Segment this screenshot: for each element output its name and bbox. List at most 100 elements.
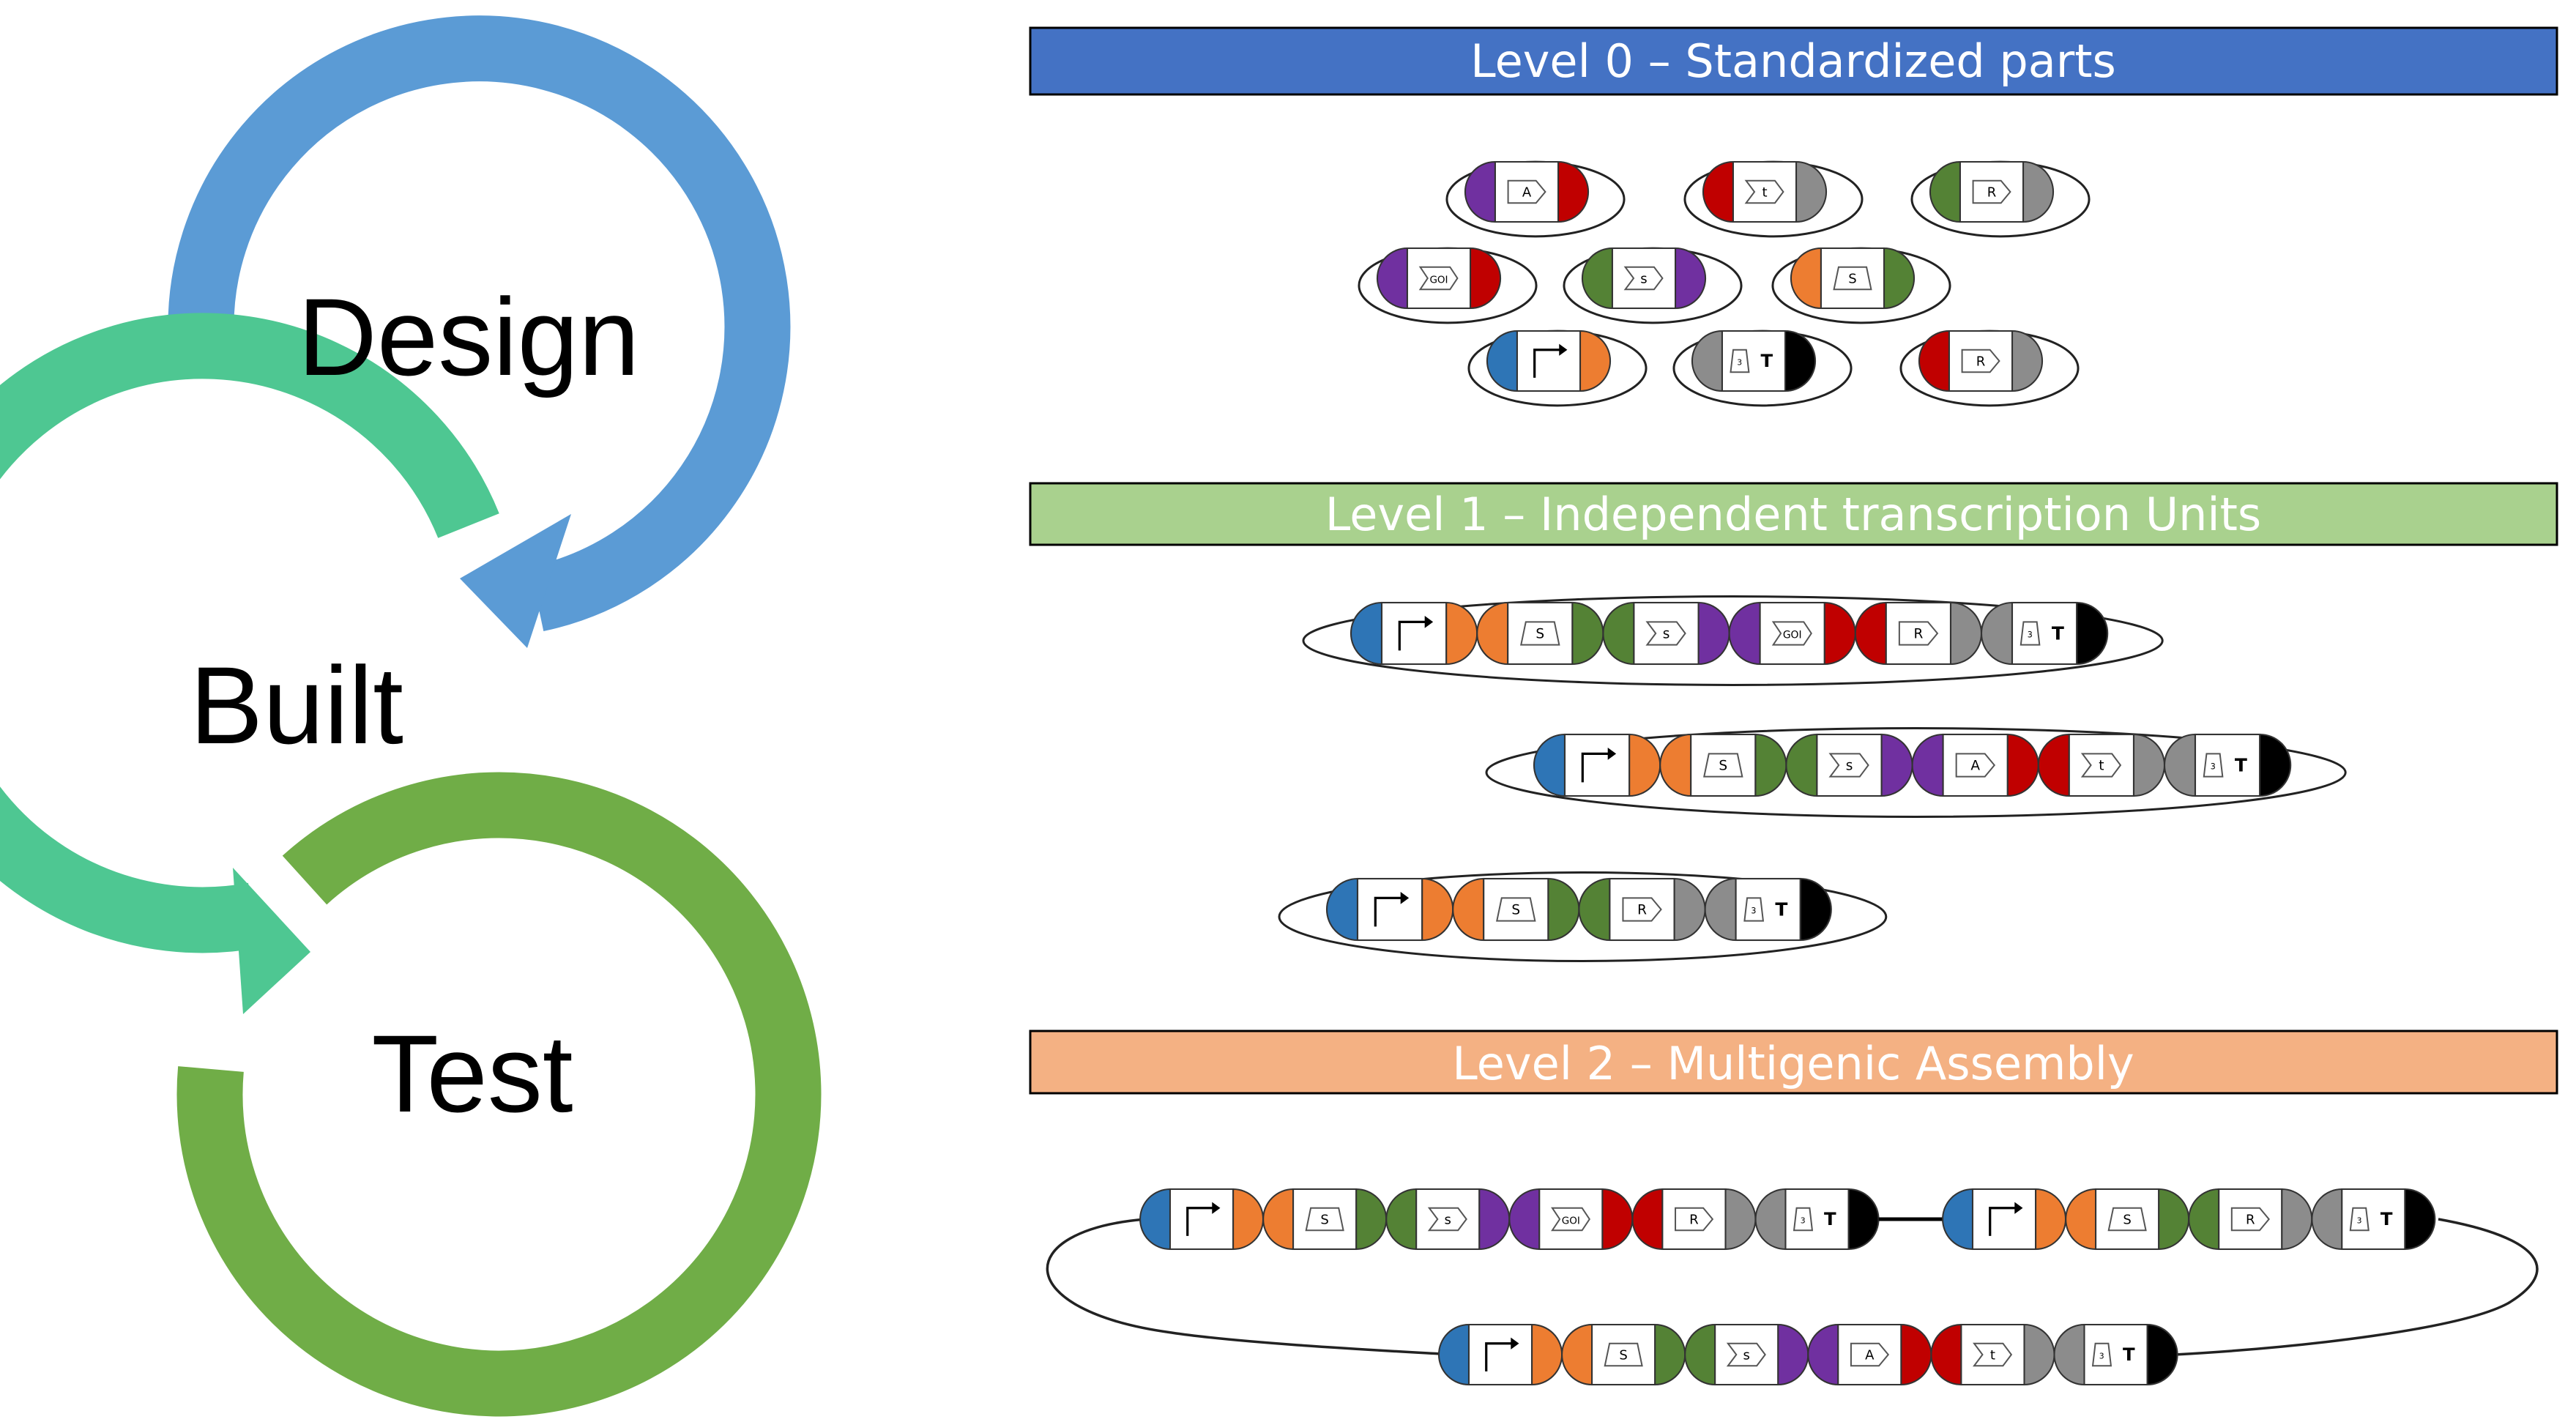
part-left-cap — [1785, 733, 1818, 797]
part-body — [1169, 1188, 1235, 1251]
part-left-cap — [1561, 1323, 1593, 1386]
rbs-trapezoid-icon — [2107, 1207, 2147, 1232]
part-right-cap — [2259, 733, 2292, 797]
r-pentagon-icon — [1972, 179, 2011, 204]
promoter-arrow-icon — [1186, 1207, 1213, 1236]
promoter-arrowhead-icon — [1607, 748, 1617, 760]
part-right-cap — [1823, 601, 1856, 666]
part-symbol-label: S — [1511, 902, 1520, 917]
part-right-cap — [1571, 601, 1604, 666]
unit-part-s: S — [1452, 877, 1580, 942]
part-right-cap — [1949, 601, 1982, 666]
part-left-cap — [1911, 733, 1944, 797]
part-symbol-label: S — [1535, 626, 1544, 641]
unit-part-r: R — [1854, 601, 1982, 666]
part-symbol-label: s — [1445, 1212, 1451, 1227]
part-symbol-label: t — [1762, 185, 1767, 200]
promoter-arrowhead-icon — [2014, 1202, 2023, 1214]
unit-part-goi: GOI — [1508, 1188, 1634, 1251]
terminator-sub-label: 3 — [2357, 1216, 2362, 1225]
design-arc — [168, 15, 791, 632]
part-left-cap — [1807, 1323, 1839, 1386]
part-right-cap — [1697, 601, 1730, 666]
part-left-cap — [1930, 1323, 1962, 1386]
level0-part: t — [1702, 160, 1827, 223]
test-arc — [176, 772, 822, 1417]
part-right-cap — [1777, 1323, 1809, 1386]
part-left-cap — [2065, 1188, 2097, 1251]
level-2-title: Level 2 – Multigenic Assembly — [1452, 1037, 2134, 1090]
part-right-cap — [1883, 247, 1915, 310]
terminator-box-icon — [2020, 621, 2041, 646]
part-symbol-label: s — [1846, 758, 1853, 773]
part-symbol-label: GOI — [1562, 1215, 1580, 1226]
part-symbol-label: R — [1987, 185, 1997, 200]
part-symbol-label: S — [1848, 271, 1856, 286]
part-right-cap — [1724, 1188, 1757, 1251]
part-right-cap — [1880, 733, 1913, 797]
terminator-label: T — [2380, 1208, 2393, 1229]
r-pentagon-icon — [1675, 1207, 1714, 1232]
unit-part-s: s — [1684, 1323, 1809, 1386]
unit-part-s: S — [1561, 1323, 1686, 1386]
part-symbol-label: S — [2123, 1212, 2131, 1227]
part-left-cap — [1508, 1188, 1541, 1251]
part-left-cap — [1582, 247, 1613, 310]
part-left-cap — [1438, 1323, 1470, 1386]
unit-part-s: S — [2065, 1188, 2190, 1251]
design-label: Design — [298, 275, 640, 398]
plasmid-backbone — [1485, 727, 2347, 818]
a-pentagon-icon — [1955, 753, 1996, 778]
part-symbol-label: R — [2246, 1212, 2255, 1227]
promoter-arrow-icon — [1374, 896, 1401, 927]
part-right-cap — [2035, 1188, 2067, 1251]
part-right-cap — [1232, 1188, 1265, 1251]
terminator-sub-label: 3 — [2211, 762, 2216, 772]
built-arc — [0, 313, 499, 953]
terminator-box-icon — [1793, 1207, 1814, 1232]
promoter-arrow-icon — [1989, 1207, 2016, 1236]
unit-part-promoter — [1438, 1323, 1563, 1386]
promoter-arrow-icon — [1398, 620, 1426, 651]
rbs-trapezoid-icon — [1703, 753, 1743, 778]
promoter-arrow-icon — [1581, 752, 1609, 783]
tag-chevron-icon — [2080, 753, 2122, 778]
promoter-arrowhead-icon — [1559, 343, 1568, 356]
terminator-label: T — [1775, 898, 1787, 920]
part-left-cap — [1631, 1188, 1664, 1251]
part-right-cap — [2404, 1188, 2436, 1251]
part-left-cap — [2188, 1188, 2220, 1251]
rbs-trapezoid-icon — [1833, 266, 1872, 291]
terminator-sub-label: 3 — [2099, 1351, 2104, 1360]
built-ring — [0, 313, 499, 1014]
built-arrowhead-icon — [233, 868, 310, 1014]
assembly-backbone — [1046, 1218, 2539, 1356]
unit-part-t: t — [1930, 1323, 2055, 1386]
test-ring — [176, 772, 822, 1417]
signal-chevron-icon — [1427, 1207, 1467, 1232]
part-symbol-label: GOI — [1783, 629, 1802, 641]
part-symbol-label: R — [1689, 1212, 1699, 1227]
signal-chevron-icon — [1623, 266, 1664, 291]
part-body — [1356, 877, 1423, 942]
part-body — [1380, 601, 1448, 666]
part-right-cap — [1445, 601, 1478, 666]
terminator-sub-label: 3 — [1737, 357, 1742, 367]
part-left-cap — [2053, 1323, 2085, 1386]
level-0-banner: Level 0 – Standardized parts — [1029, 26, 2558, 96]
part-right-cap — [2132, 733, 2165, 797]
level0-part: R — [1929, 160, 2054, 223]
part-right-cap — [1784, 330, 1816, 392]
promoter-arrow-icon — [1485, 1342, 1512, 1371]
rbs-trapezoid-icon — [1305, 1207, 1344, 1232]
part-left-cap — [1790, 247, 1822, 310]
part-right-cap — [1654, 1323, 1686, 1386]
part-right-cap — [1900, 1323, 1932, 1386]
